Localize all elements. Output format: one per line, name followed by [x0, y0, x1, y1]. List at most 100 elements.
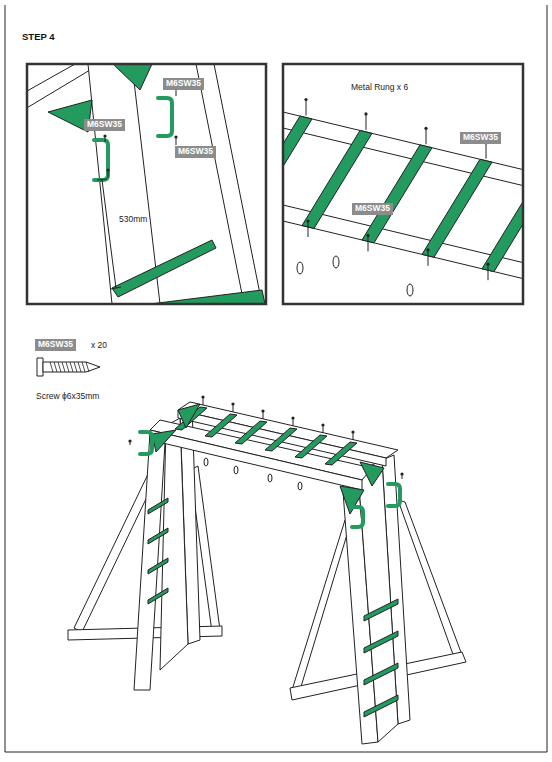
metal-rung	[422, 159, 492, 257]
screw-thread	[66, 362, 69, 372]
screw	[486, 143, 487, 159]
metal-rung	[295, 435, 327, 458]
post	[196, 65, 262, 303]
ladder-rung	[148, 498, 168, 514]
page-border	[5, 5, 547, 752]
metal-rung	[362, 145, 432, 243]
metal-rung	[325, 442, 357, 465]
ladder-rung	[364, 663, 398, 685]
hanging-hook	[234, 466, 238, 474]
top-beam	[178, 410, 386, 466]
handle	[140, 432, 152, 454]
ladder-rung	[150, 290, 265, 303]
screw-head	[306, 219, 309, 222]
screw	[306, 100, 307, 116]
screw-thread	[62, 362, 65, 372]
dimension: 530mm	[118, 215, 148, 225]
hanging-hook	[204, 458, 208, 466]
ladder-rung	[112, 240, 216, 297]
detail-panel	[284, 98, 522, 296]
part-code: M6SW35	[163, 78, 204, 90]
screw-head	[231, 402, 234, 405]
screw-thread	[54, 362, 57, 372]
hanging-hook	[333, 256, 339, 268]
corner-bracket	[178, 404, 200, 428]
post	[88, 65, 160, 303]
part-name: Metal Rung x 6	[350, 83, 409, 93]
handle	[94, 140, 108, 180]
metal-rung	[205, 414, 237, 437]
screw-head	[366, 234, 369, 237]
screw-head	[261, 409, 264, 412]
screw-head	[304, 98, 307, 101]
brace	[292, 518, 352, 690]
corner-bracket	[113, 65, 152, 90]
dimension-line	[102, 180, 116, 288]
handle	[158, 98, 172, 136]
ladder-rung	[148, 558, 168, 574]
screw-head	[106, 168, 109, 171]
hanging-hook	[297, 262, 303, 274]
screw-head	[291, 416, 294, 419]
ladder-rung	[148, 588, 168, 604]
screw-thread	[86, 362, 89, 372]
screw-head	[424, 127, 427, 130]
screw-head	[400, 472, 403, 475]
screw-shank	[43, 362, 100, 372]
screw-head	[364, 112, 367, 115]
post	[358, 460, 398, 742]
dimension-tick	[111, 287, 121, 289]
hanging-hook	[407, 284, 413, 296]
detail-panel	[28, 65, 265, 303]
screw-thread	[82, 362, 85, 372]
ladder-rung	[148, 528, 168, 544]
screw-thread	[58, 362, 61, 372]
screw-thread	[50, 362, 53, 372]
handle	[352, 507, 363, 527]
part-code: M6SW35	[460, 132, 501, 144]
screw	[368, 235, 369, 251]
screw	[366, 114, 367, 130]
screw-thread	[74, 362, 77, 372]
post	[160, 418, 188, 670]
part-code: M6SW35	[175, 146, 216, 158]
screw-head	[426, 248, 429, 251]
panel-frame	[27, 64, 266, 304]
hanging-hook	[298, 482, 302, 490]
panel-frame	[283, 64, 523, 304]
monkey-bar-frame	[68, 395, 466, 744]
handle	[388, 484, 400, 506]
brace	[398, 500, 462, 660]
screw-head	[351, 430, 354, 433]
screw	[426, 128, 427, 144]
ladder-rung	[364, 631, 398, 653]
screw	[488, 264, 489, 280]
part-code: M6SW35	[35, 339, 76, 351]
screw-thread	[70, 362, 73, 372]
part-code: M6SW35	[84, 119, 125, 131]
ladder-rung	[364, 599, 398, 621]
dimension-tick	[97, 179, 107, 180]
corner-bracket	[152, 430, 176, 452]
metal-rung	[482, 174, 522, 272]
metal-rung	[284, 116, 312, 214]
corner-bracket	[360, 462, 384, 486]
screw	[428, 250, 429, 266]
part-code: M6SW35	[352, 203, 393, 215]
hanging-hook	[268, 474, 272, 482]
screw-head	[321, 423, 324, 426]
part-name: Screw ϕ6x35mm	[35, 392, 100, 402]
screw-head	[201, 395, 204, 398]
ladder-rung	[364, 695, 398, 717]
step-title: STEP 4	[22, 31, 55, 42]
screw-icon	[37, 358, 100, 376]
metal-rung	[265, 428, 297, 451]
quantity: x 20	[90, 341, 108, 351]
screw-head	[37, 358, 43, 376]
screw-head	[128, 439, 131, 442]
screw-thread	[78, 362, 81, 372]
screw-head	[103, 134, 106, 137]
top-beam	[178, 402, 398, 458]
